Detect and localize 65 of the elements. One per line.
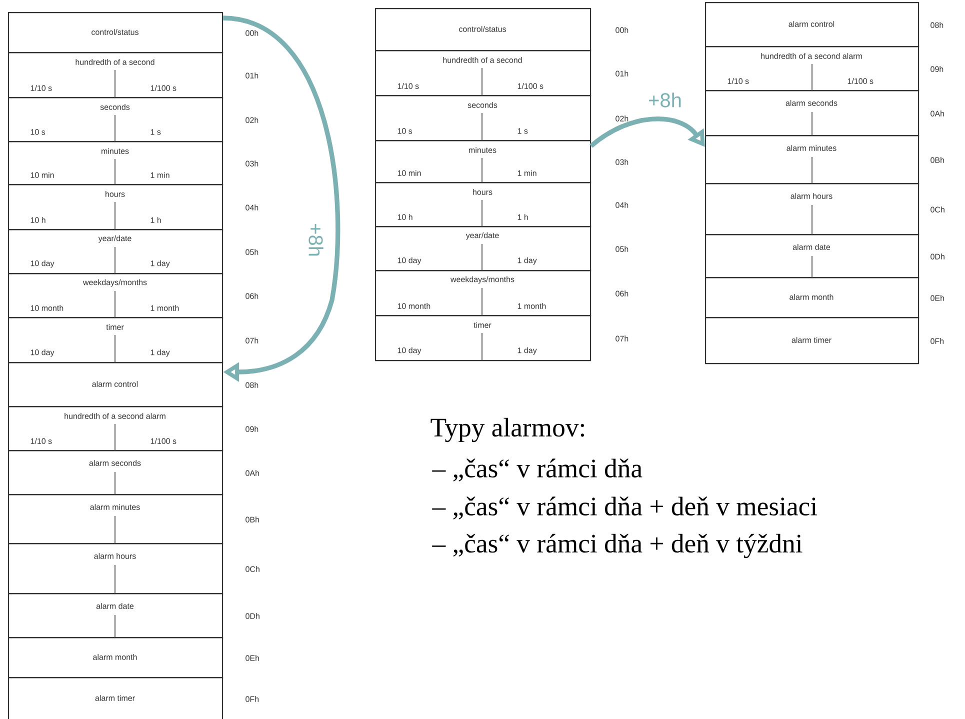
address-label: 03h (616, 159, 628, 165)
address-label: 0Bh (930, 157, 944, 163)
register-row: alarm date (705, 234, 920, 278)
note-text: Typy alarmov: (430, 418, 584, 442)
edge-label: +8h (308, 224, 324, 256)
note-text: – „čas“ v rámci dňa (432, 458, 642, 482)
address-label: 0Dh (246, 613, 260, 619)
register-row: hours 10 h 1 h (8, 184, 224, 230)
address-label: 09h (930, 66, 944, 72)
register-row: control/status (8, 12, 224, 54)
address-label: 0Dh (930, 254, 944, 260)
address-label: 09h (246, 426, 258, 432)
address-label: 0Eh (246, 655, 259, 661)
register-row: alarm minutes (705, 135, 920, 184)
curved-arrow (222, 16, 340, 382)
register-row: hundredth of a second 1/10 s 1/100 s (375, 50, 592, 96)
note-text: – „čas“ v rámci dňa + deň v mesiaci (432, 496, 818, 520)
address-label: 04h (246, 204, 258, 210)
register-row: alarm timer (705, 317, 920, 364)
address-label: 0Ch (930, 206, 944, 212)
curved-arrow (590, 116, 705, 148)
register-row: alarm seconds (705, 90, 920, 136)
address-label: 02h (246, 117, 258, 123)
register-row: alarm month (8, 637, 224, 678)
register-row: seconds 10 s 1 s (375, 95, 592, 142)
address-label: 08h (930, 22, 944, 28)
address-label: 01h (246, 72, 258, 78)
address-label: 0Ah (930, 110, 944, 116)
register-row: weekdays/months 10 month 1 month (375, 270, 592, 316)
address-label: 03h (246, 160, 258, 166)
address-label: 07h (246, 338, 258, 344)
note-text: – „čas“ v rámci dňa + deň v týždni (432, 534, 802, 558)
address-label: 06h (616, 290, 628, 296)
register-row: alarm hours (8, 543, 224, 594)
address-label: 08h (246, 382, 258, 388)
address-label: 05h (616, 246, 628, 252)
edge-label: +8h (649, 92, 681, 108)
register-row: alarm timer (8, 677, 224, 719)
register-row: alarm month (705, 277, 920, 318)
register-row: control/status (375, 8, 592, 52)
register-row: alarm control (8, 362, 224, 408)
address-label: 06h (246, 293, 258, 299)
register-row: alarm date (8, 593, 224, 638)
address-label: 01h (616, 70, 628, 76)
register-row: timer 10 day 1 day (375, 315, 592, 362)
address-label: 0Fh (930, 338, 944, 344)
register-row: hours 10 h 1 h (375, 182, 592, 228)
address-label: 0Bh (246, 516, 259, 522)
address-label: 04h (616, 202, 628, 208)
register-row: alarm minutes (8, 494, 224, 544)
address-label: 0Fh (246, 696, 259, 702)
address-label: 05h (246, 249, 258, 255)
address-label: 07h (616, 336, 628, 342)
address-label: 00h (246, 30, 258, 36)
address-label: 02h (616, 116, 628, 122)
register-row: alarm control (705, 2, 920, 48)
address-label: 0Ah (246, 470, 259, 476)
address-label: 0Eh (930, 295, 944, 301)
register-row: hundredth of a second 1/10 s 1/100 s (8, 52, 224, 98)
register-row: weekdays/months 10 month 1 month (8, 273, 224, 318)
register-row: alarm seconds (8, 450, 224, 496)
register-row: alarm hours (705, 183, 920, 236)
address-label: 0Ch (246, 566, 260, 572)
register-row: timer 10 day 1 day (8, 317, 224, 364)
address-label: 00h (616, 27, 628, 33)
